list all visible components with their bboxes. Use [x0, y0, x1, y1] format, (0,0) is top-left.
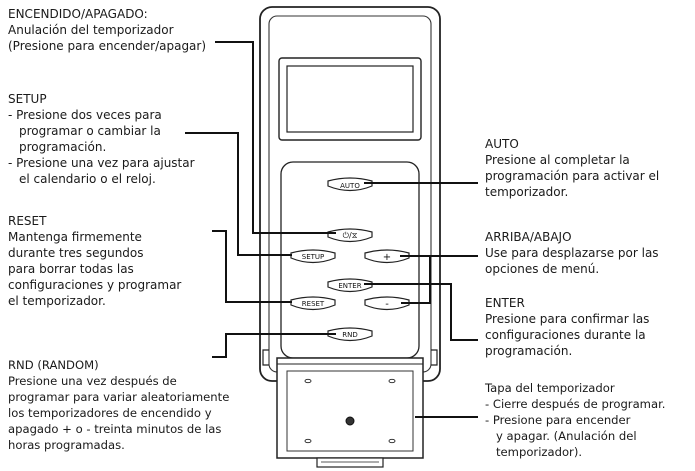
leader-setup — [185, 132, 292, 256]
callout-setup-line: programación. — [19, 140, 107, 154]
callout-reset-line: durante tres segundos — [8, 246, 144, 260]
callout-reset-line: Mantenga firmemente — [8, 230, 142, 244]
callout-auto-line: temporizador. — [485, 185, 569, 199]
auto-button[interactable]: AUTO — [327, 177, 373, 192]
callout-updown-title: ARRIBA/ABAJO — [485, 230, 572, 244]
leader-onoff — [215, 41, 336, 234]
callout-enter-line: configuraciones durante la — [485, 328, 646, 342]
onoff-button-label: ⏻/⧖ — [343, 231, 358, 240]
enter-button-label: ENTER — [338, 282, 361, 290]
callout-rnd-line: apagado + o - treinta minutos de las — [8, 422, 222, 436]
up-button[interactable]: + — [364, 249, 410, 264]
onoff-button[interactable]: ⏻/⧖ — [327, 228, 373, 243]
callout-setup-line: - Presione dos veces para — [8, 108, 162, 122]
callout-reset-line: para borrar todas las — [8, 262, 134, 276]
timer-cover[interactable] — [276, 357, 424, 468]
leader-updown — [400, 255, 431, 304]
reset-button[interactable]: RESET — [290, 296, 336, 311]
callout-onoff-title: ENCENDIDO/APAGADO: — [8, 7, 148, 21]
up-button-label: + — [383, 252, 391, 263]
auto-button-label: AUTO — [340, 182, 360, 190]
setup-button-label: SETUP — [302, 253, 325, 261]
callout-auto-title: AUTO — [485, 137, 519, 151]
callout-cover-title: Tapa del temporizador — [485, 381, 615, 395]
down-button-label: - — [385, 299, 389, 310]
leader-lines — [185, 41, 478, 418]
timer-case — [259, 6, 441, 382]
lcd-screen-frame — [278, 57, 422, 141]
rnd-button[interactable]: RND — [327, 327, 373, 342]
callout-updown-line: Use para desplazarse por las — [485, 246, 659, 260]
callout-setup: SETUP - Presione dos veces para programa… — [8, 91, 195, 187]
callout-onoff-line: Anulación del temporizador — [8, 23, 174, 37]
leader-rnd — [212, 333, 336, 358]
callout-auto-line: programación para activar el — [485, 169, 660, 183]
callout-enter-line: programación. — [485, 344, 573, 358]
callout-enter: ENTER Presione para confirmar las config… — [485, 295, 649, 359]
callout-rnd-line: horas programadas. — [8, 438, 125, 452]
callout-rnd-line: los temporizadores de encendido y — [8, 406, 212, 420]
callout-reset-line: el temporizador. — [8, 294, 106, 308]
callout-setup-line: programar o cambiar la — [19, 124, 161, 138]
lcd-screen — [286, 65, 414, 133]
callout-enter-line: Presione para confirmar las — [485, 312, 650, 326]
callout-cover-line: - Presione para encender — [485, 413, 631, 427]
callout-setup-line: el calendario o el reloj. — [19, 172, 156, 186]
callout-setup-line: - Presione una vez para ajustar — [8, 156, 195, 170]
callout-rnd-line: Presione una vez después de — [8, 374, 177, 388]
callout-onoff: ENCENDIDO/APAGADO: Anulación del tempori… — [8, 6, 206, 54]
callout-setup-title: SETUP — [8, 92, 47, 106]
callout-updown-line: opciones de menú. — [485, 262, 600, 276]
clip-right — [431, 349, 438, 366]
callout-cover-line: temporizador). — [496, 445, 583, 459]
leader-reset — [212, 230, 292, 303]
callout-enter-title: ENTER — [485, 296, 525, 310]
reset-button-label: RESET — [302, 300, 325, 308]
callout-reset-title: RESET — [8, 214, 47, 228]
enter-button[interactable]: ENTER — [327, 278, 373, 293]
rnd-button-label: RND — [342, 331, 358, 339]
down-button[interactable]: - — [364, 296, 410, 311]
clip-left — [262, 349, 269, 366]
callout-updown: ARRIBA/ABAJO Use para desplazarse por la… — [485, 229, 659, 277]
callout-cover-line: - Cierre después de programar. — [485, 397, 666, 411]
callout-rnd-line: programar para variar aleatoriamente — [8, 390, 230, 404]
callout-rnd: RND (RANDOM) Presione una vez después de… — [8, 357, 229, 453]
callout-cover-line: y apagar. (Anulación del — [496, 429, 637, 443]
callout-onoff-line: (Presione para encender/apagar) — [8, 39, 207, 53]
leader-enter — [364, 283, 478, 341]
callout-auto-line: Presione al completar la — [485, 153, 630, 167]
callout-cover: Tapa del temporizador - Cierre después d… — [485, 380, 665, 460]
callout-auto: AUTO Presione al completar la programaci… — [485, 136, 659, 200]
setup-button[interactable]: SETUP — [290, 249, 336, 264]
callout-reset-line: configuraciones y programar — [8, 278, 182, 292]
callout-reset: RESET Mantenga firmemente durante tres s… — [8, 213, 181, 309]
callout-rnd-title: RND (RANDOM) — [8, 358, 99, 372]
